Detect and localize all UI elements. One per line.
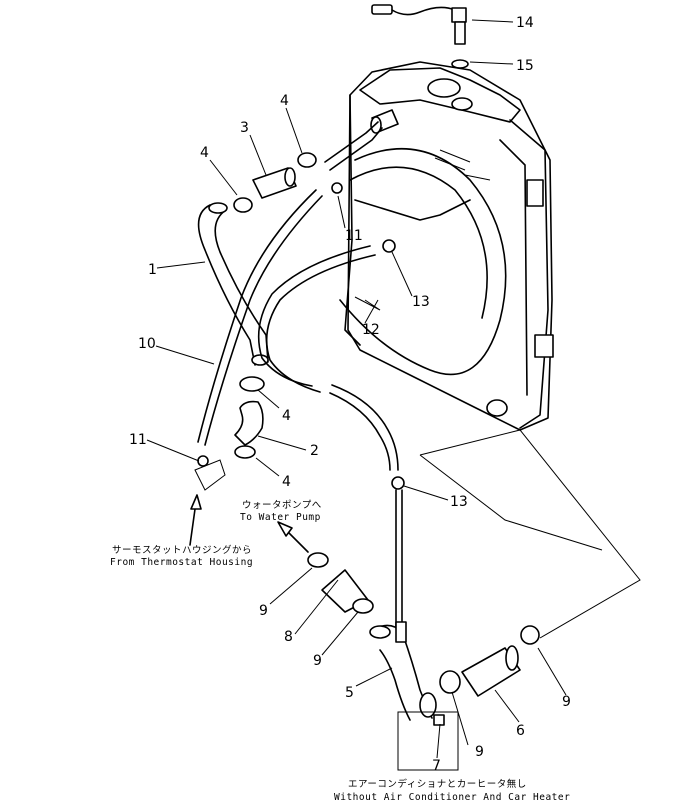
- callout-14: 14: [516, 15, 534, 31]
- routing-lines: [194, 296, 641, 771]
- clamps: [197, 152, 540, 726]
- leader-lines: [146, 19, 567, 759]
- note-water-pump-jp: ウォータポンプへ: [242, 500, 322, 511]
- callout-9c: 9: [475, 744, 484, 760]
- callout-11a: 11: [129, 432, 147, 448]
- water-temp-sensor: [371, 4, 469, 69]
- callout-7: 7: [432, 758, 441, 774]
- callout-9a: 9: [259, 603, 268, 619]
- note-water-pump-en: To Water Pump: [240, 512, 321, 523]
- notes: ウォータポンプへ To Water Pump サーモスタットハウジングから Fr…: [110, 500, 570, 802]
- callout-12: 12: [362, 322, 380, 338]
- note-thermostat-en: From Thermostat Housing: [110, 557, 253, 568]
- callout-13a: 13: [412, 294, 430, 310]
- callout-4a: 4: [200, 145, 209, 161]
- callout-13b: 13: [450, 494, 468, 510]
- radiator: [339, 61, 554, 431]
- callout-4b: 4: [280, 93, 289, 109]
- callout-15: 15: [516, 58, 534, 74]
- callout-2: 2: [310, 443, 319, 459]
- callout-labels: 1 2 3 4 4 4 4 5 6 7 8 9 9 9 9 10 11 11 1…: [129, 15, 571, 774]
- callout-1: 1: [148, 262, 157, 278]
- callout-6: 6: [516, 723, 525, 739]
- callout-5: 5: [345, 685, 354, 701]
- note-thermostat-jp: サーモスタットハウジングから: [112, 544, 252, 556]
- callout-4d: 4: [282, 474, 291, 490]
- callout-9d: 9: [562, 694, 571, 710]
- callout-9b: 9: [313, 653, 322, 669]
- note-no-ac-en: Without Air Conditioner And Car Heater: [334, 792, 570, 802]
- callout-3: 3: [240, 120, 249, 136]
- note-no-ac-jp: エアーコンディショナとカーヒータ無し: [348, 778, 527, 790]
- callout-10: 10: [138, 336, 156, 352]
- callout-11b: 11: [345, 228, 363, 244]
- callout-8: 8: [284, 629, 293, 645]
- callout-4c: 4: [282, 408, 291, 424]
